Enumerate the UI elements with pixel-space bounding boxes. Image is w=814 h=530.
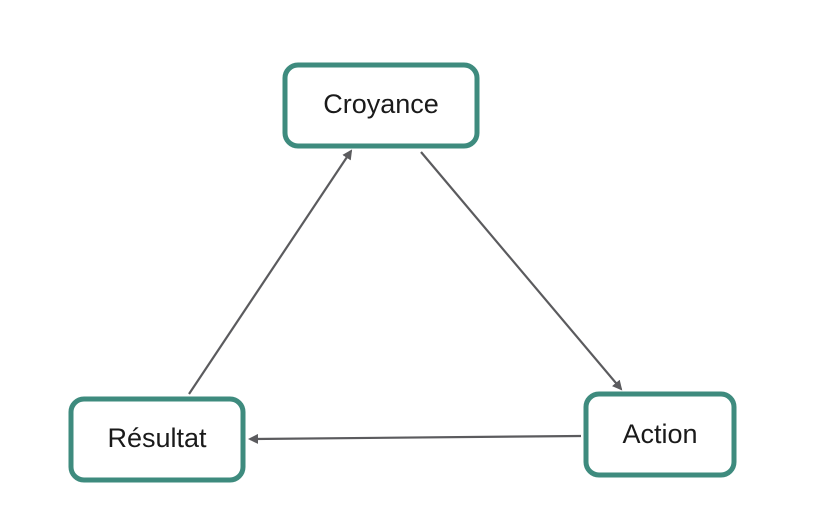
node-action: Action — [583, 391, 737, 478]
node-resultat-label: Résultat — [107, 423, 207, 453]
edge-croyance-to-action — [420, 151, 623, 391]
edge-resultat-to-croyance — [188, 149, 353, 395]
node-action-label: Action — [622, 419, 697, 449]
node-croyance-box — [282, 62, 480, 149]
edge-action-to-resultat — [248, 433, 582, 444]
node-action-box — [583, 391, 737, 478]
node-croyance: Croyance — [282, 62, 480, 149]
node-croyance-label: Croyance — [323, 89, 439, 119]
node-resultat-box — [68, 396, 246, 483]
node-resultat: Résultat — [68, 396, 246, 483]
